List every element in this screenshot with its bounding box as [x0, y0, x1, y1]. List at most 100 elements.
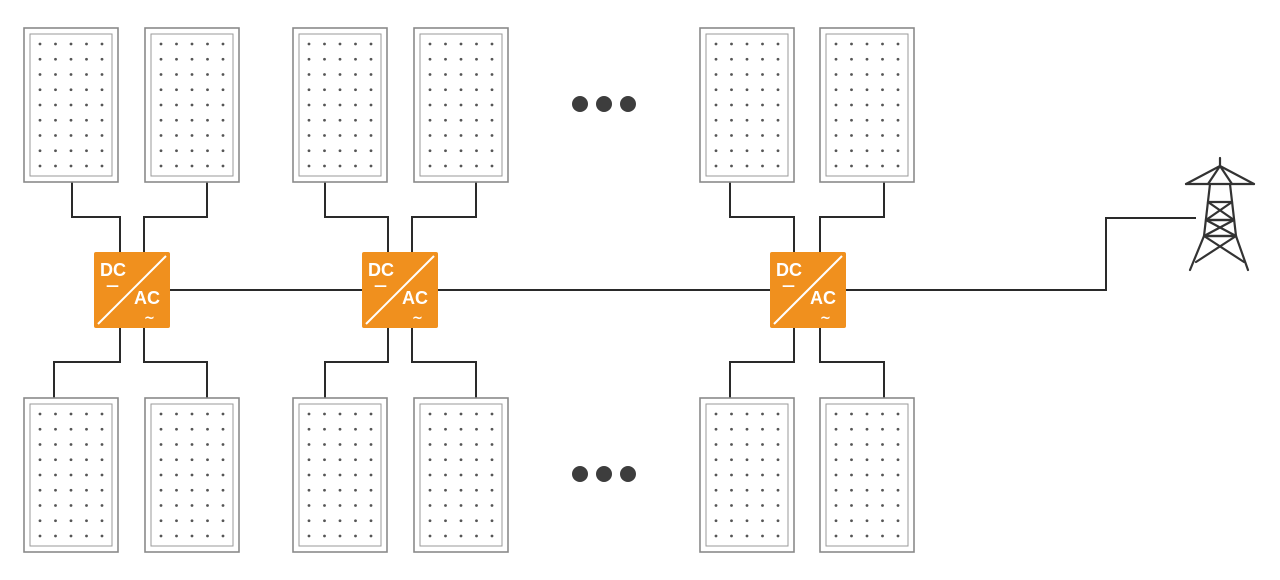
panel-cell	[745, 88, 749, 92]
panel-cell	[730, 164, 733, 168]
panel-cell	[190, 149, 194, 153]
panel-cell	[896, 473, 900, 477]
panel-cell	[444, 473, 447, 477]
panel-cell	[428, 458, 432, 462]
panel-cell	[54, 519, 57, 523]
panel-cell	[850, 134, 853, 137]
panel-cell	[369, 164, 373, 168]
panel-cell	[776, 519, 780, 523]
panel-cell	[865, 57, 869, 61]
panel-cell	[159, 88, 163, 92]
panel-cell	[730, 73, 733, 76]
panel-cell	[354, 488, 357, 492]
panel-cell	[459, 443, 463, 446]
panel-cell	[100, 504, 104, 507]
panel-cell	[159, 412, 163, 416]
panel-cell	[221, 42, 225, 46]
panel-cell	[323, 57, 326, 61]
panel-cell	[221, 103, 225, 107]
panel-cell	[38, 149, 42, 153]
panel-cell	[865, 149, 869, 153]
panel-cell	[865, 458, 869, 462]
panel-cell	[459, 42, 463, 46]
panel-cell	[100, 149, 104, 153]
panel-cell	[896, 149, 900, 153]
panel-cell	[428, 164, 432, 168]
wire-panel-2b	[411, 182, 477, 252]
panel-cell	[369, 412, 373, 416]
panel-cell	[354, 118, 357, 122]
panel-cell	[850, 412, 853, 416]
panel-cell	[206, 57, 209, 61]
panel-cell	[206, 88, 209, 92]
panel-cell	[730, 118, 733, 122]
panel-cell	[714, 519, 718, 523]
panel-cell	[490, 473, 494, 477]
panel-cell	[338, 88, 342, 92]
panel-cell	[221, 118, 225, 122]
panel-cell	[444, 149, 447, 153]
panel-cell	[745, 57, 749, 61]
panel-cell	[714, 42, 718, 46]
panel-cell	[745, 73, 749, 76]
panel-cell	[307, 504, 311, 507]
wire-panel-3b	[819, 182, 885, 252]
panel-cell	[100, 103, 104, 107]
panel-cell	[834, 504, 838, 507]
panel-cell	[881, 427, 884, 431]
panel-cell	[834, 534, 838, 538]
panel-cell	[85, 427, 88, 431]
panel-cell	[175, 412, 178, 416]
panel-cell	[323, 134, 326, 137]
panel-cell	[475, 412, 478, 416]
panel-cell	[85, 443, 88, 446]
panel-cell	[206, 473, 209, 477]
panel-cell	[730, 134, 733, 137]
panel-cell	[490, 73, 494, 76]
panel-cell	[850, 118, 853, 122]
panel-cell	[221, 443, 225, 446]
panel-cell	[896, 164, 900, 168]
panel-cell	[745, 534, 749, 538]
panel-cell	[338, 118, 342, 122]
panel-cell	[761, 42, 764, 46]
panel-cell	[369, 149, 373, 153]
wire-panel-2c	[324, 328, 389, 398]
panel-cell	[354, 412, 357, 416]
panel-cell	[38, 57, 42, 61]
panel-cell	[175, 164, 178, 168]
panel-cell	[369, 73, 373, 76]
panel-cell	[307, 488, 311, 492]
panel-cell	[428, 412, 432, 416]
panel-cell	[459, 103, 463, 107]
panel-cell	[896, 504, 900, 507]
panel-cell	[490, 534, 494, 538]
panel-cell	[490, 458, 494, 462]
panel-cell	[730, 42, 733, 46]
panel-cell	[761, 427, 764, 431]
panel-cell	[776, 443, 780, 446]
panel-cell	[776, 164, 780, 168]
wire-panel-3a	[729, 182, 795, 252]
panel-cell	[206, 504, 209, 507]
panel-cell	[159, 458, 163, 462]
panel-cell	[69, 519, 73, 523]
panel-cell	[865, 103, 869, 107]
panel-cell	[354, 427, 357, 431]
wire-panel-3c	[729, 328, 795, 398]
panel-cell	[444, 519, 447, 523]
panel-cell	[850, 73, 853, 76]
panel-cell	[38, 73, 42, 76]
panel-cell	[745, 427, 749, 431]
panel-cell	[714, 73, 718, 76]
panel-cell	[159, 488, 163, 492]
panel-cell	[221, 88, 225, 92]
panel-cell	[865, 88, 869, 92]
panel-cell	[761, 458, 764, 462]
panel-cell	[354, 519, 357, 523]
panel-cell	[100, 42, 104, 46]
panel-cell	[38, 134, 42, 137]
panel-cell	[307, 473, 311, 477]
panel-cell	[221, 149, 225, 153]
panel-cell	[896, 103, 900, 107]
